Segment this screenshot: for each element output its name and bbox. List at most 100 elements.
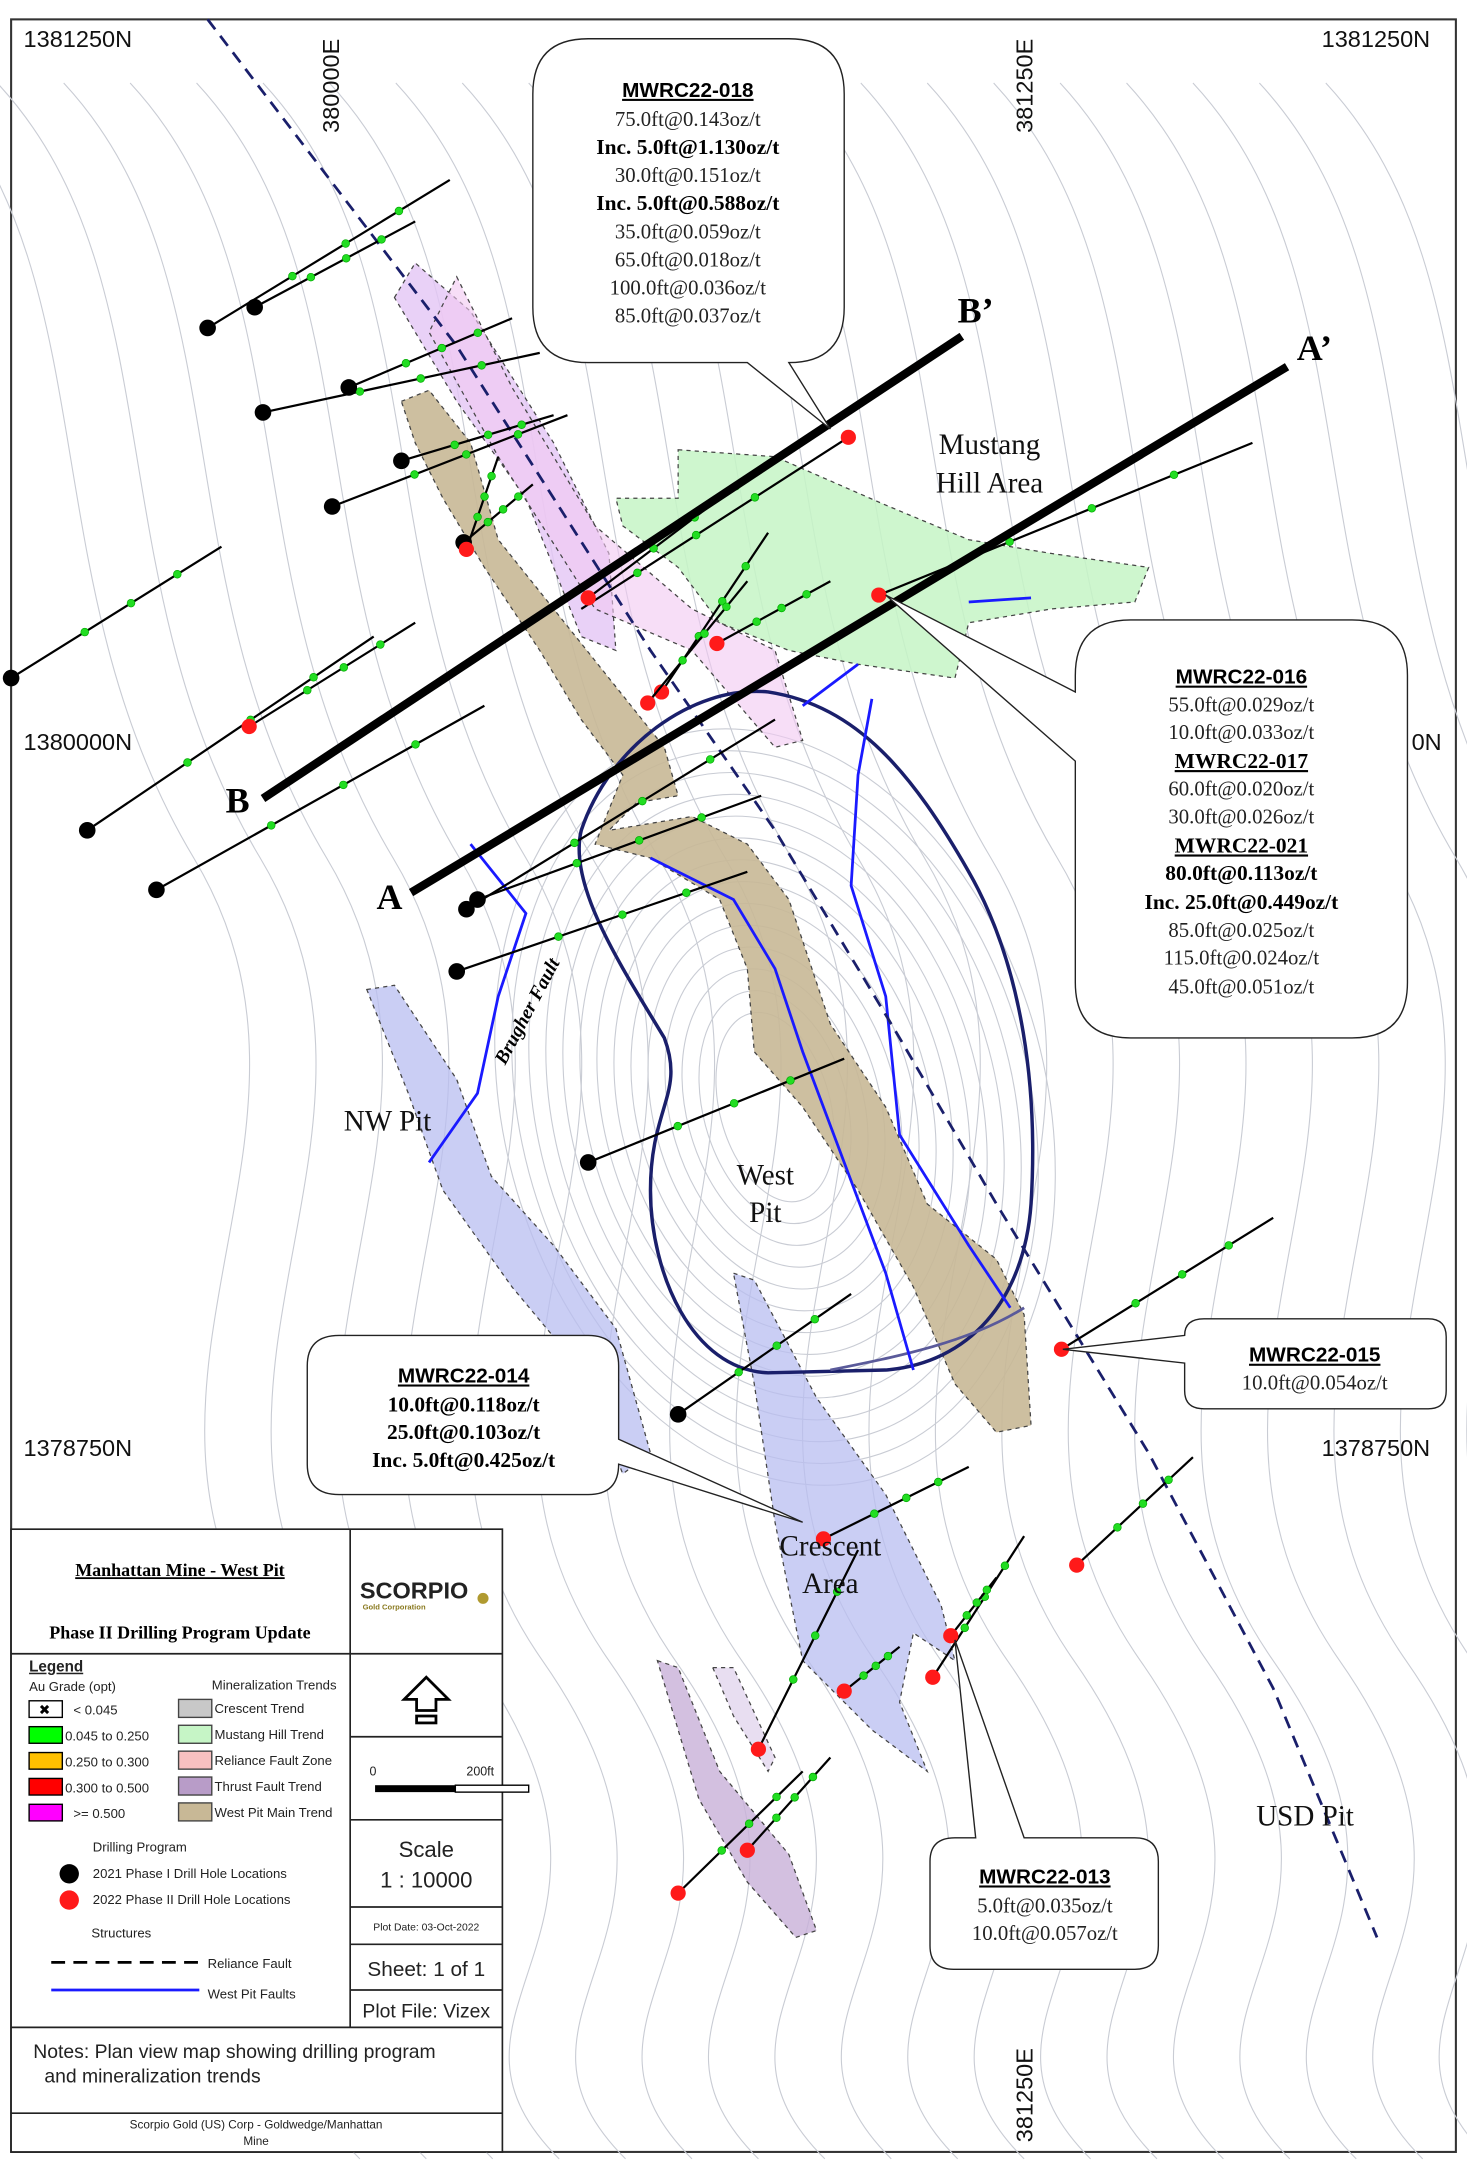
drill-trace: [155, 704, 485, 891]
callout-title: MWRC22-017: [1175, 749, 1309, 773]
assay-interval: [772, 1341, 781, 1350]
drill-trace: [746, 1756, 832, 1851]
north-arrow-icon: [400, 1675, 452, 1725]
callout-title: MWRC22-013: [979, 1865, 1110, 1888]
phase1-drill-hole[interactable]: [448, 963, 466, 980]
phase1-hole-symbol: [59, 1864, 79, 1884]
assay-interval: [960, 1623, 969, 1633]
assay-interval: [678, 656, 687, 665]
assay-interval: [1131, 1299, 1140, 1308]
drill-trace: [580, 436, 849, 610]
callout-line: Inc. 25.0ft@0.449oz/t: [1144, 890, 1339, 914]
trend-swatch: [177, 1698, 213, 1719]
trend-label: Mustang Hill Trend: [215, 1727, 324, 1742]
section-label-a: A: [376, 877, 402, 917]
phase1-drill-hole[interactable]: [323, 498, 341, 515]
assay-interval: [377, 235, 386, 244]
sheet-number: Sheet: 1 of 1: [367, 1958, 485, 1981]
phase2-drill-hole[interactable]: [241, 718, 257, 735]
phase2-drill-hole[interactable]: [653, 684, 670, 700]
callout-line: Inc. 5.0ft@0.425oz/t: [372, 1448, 556, 1472]
phase1-drill-hole[interactable]: [669, 1406, 687, 1423]
legend-grade-heading: Au Grade (opt): [29, 1679, 116, 1694]
trend-swatch: [177, 1750, 213, 1770]
callout-line: 10.0ft@0.057oz/t: [972, 1923, 1118, 1945]
callout-line: Inc. 5.0ft@1.130oz/t: [596, 135, 780, 159]
phase2-drill-hole[interactable]: [840, 429, 856, 445]
legend-reliance-fault: Reliance Fault: [208, 1956, 292, 1971]
assay-interval: [477, 361, 486, 370]
phase1-drill-hole[interactable]: [579, 1154, 597, 1171]
assay-interval: [355, 387, 365, 396]
phase1-drill-hole[interactable]: [246, 298, 263, 316]
drill-trace: [587, 1057, 845, 1164]
assay-interval: [416, 374, 425, 383]
grade-label: >= 0.500: [73, 1806, 125, 1821]
phase2-drill-hole[interactable]: [815, 1531, 832, 1547]
grade-swatch: [28, 1725, 64, 1744]
svg-text:SCORPIO: SCORPIO: [360, 1577, 468, 1603]
phase2-drill-hole[interactable]: [925, 1669, 941, 1685]
area-label-pit: Pit: [749, 1197, 781, 1229]
assay-interval: [1138, 1499, 1148, 1508]
phase1-drill-hole[interactable]: [469, 891, 486, 908]
phase2-drill-hole[interactable]: [836, 1683, 852, 1699]
phase2-drill-hole[interactable]: [1053, 1341, 1070, 1357]
phase2-drill-hole[interactable]: [670, 1885, 686, 1901]
assay-interval: [717, 1846, 726, 1855]
trend-label: Thrust Fault Trend: [215, 1779, 322, 1794]
callout-line: 60.0ft@0.020oz/t: [1168, 779, 1314, 801]
callout-mwrc22-015: MWRC22-015 10.0ft@0.054oz/t: [1062, 1318, 1447, 1410]
svg-text:0: 0: [370, 1765, 377, 1779]
drill-trace: [456, 870, 748, 973]
trend-label: Crescent Trend: [215, 1701, 305, 1716]
phase1-drill-hole[interactable]: [199, 319, 216, 337]
assay-interval: [722, 602, 731, 612]
callout-line: 30.0ft@0.151oz/t: [615, 165, 761, 187]
assay-interval: [339, 780, 348, 790]
assay-interval: [700, 629, 709, 638]
assay-interval: [483, 430, 493, 440]
assay-interval: [1164, 1475, 1173, 1485]
drill-trace: [348, 317, 513, 389]
phase1-drill-hole[interactable]: [148, 881, 165, 899]
drill-trace: [465, 456, 500, 550]
phase2-drill-hole[interactable]: [580, 590, 596, 606]
assay-interval: [634, 836, 644, 845]
phase2-drill-hole[interactable]: [1069, 1557, 1085, 1573]
assay-interval: [982, 1585, 992, 1595]
phase1-drill-hole[interactable]: [78, 822, 96, 839]
assay-interval: [570, 838, 579, 848]
phase1-drill-hole[interactable]: [2, 669, 20, 687]
phase2-drill-hole[interactable]: [709, 635, 725, 652]
callout-title: MWRC22-014: [398, 1364, 530, 1387]
phase1-drill-hole[interactable]: [254, 404, 272, 421]
cross-section-lines: [260, 332, 1290, 897]
drill-trace: [646, 580, 749, 704]
legend-structures-heading: Structures: [91, 1925, 151, 1940]
assay-interval: [339, 663, 349, 672]
phase2-drill-hole[interactable]: [640, 695, 656, 711]
phase2-drill-hole[interactable]: [458, 541, 475, 558]
phase2-drill-hole[interactable]: [739, 1842, 755, 1858]
assay-interval: [303, 685, 312, 695]
assay-interval: [705, 755, 715, 764]
phase1-drill-hole[interactable]: [458, 900, 475, 918]
grade-label: 0.300 to 0.500: [65, 1780, 149, 1795]
notes-line-1: Notes: Plan view map showing drilling pr…: [33, 2041, 435, 2063]
phase2-drill-hole[interactable]: [750, 1741, 767, 1757]
drill-trace: [677, 1293, 852, 1416]
phase1-drill-hole[interactable]: [340, 379, 358, 396]
callout-line: 35.0ft@0.059oz/t: [615, 221, 761, 243]
assay-interval: [741, 561, 750, 571]
grid-east-right-bottom: 381250E: [1011, 2048, 1037, 2142]
assay-interval: [1113, 1523, 1122, 1532]
drill-trace: [477, 794, 762, 901]
area-label-west: West: [737, 1160, 794, 1192]
assay-interval: [859, 1671, 868, 1680]
phase2-drill-hole[interactable]: [943, 1628, 959, 1644]
assay-interval: [341, 239, 350, 248]
phase2-drill-hole[interactable]: [871, 587, 887, 603]
phase1-drill-hole[interactable]: [393, 452, 410, 470]
scale-value: 1 : 10000: [380, 1868, 472, 1893]
